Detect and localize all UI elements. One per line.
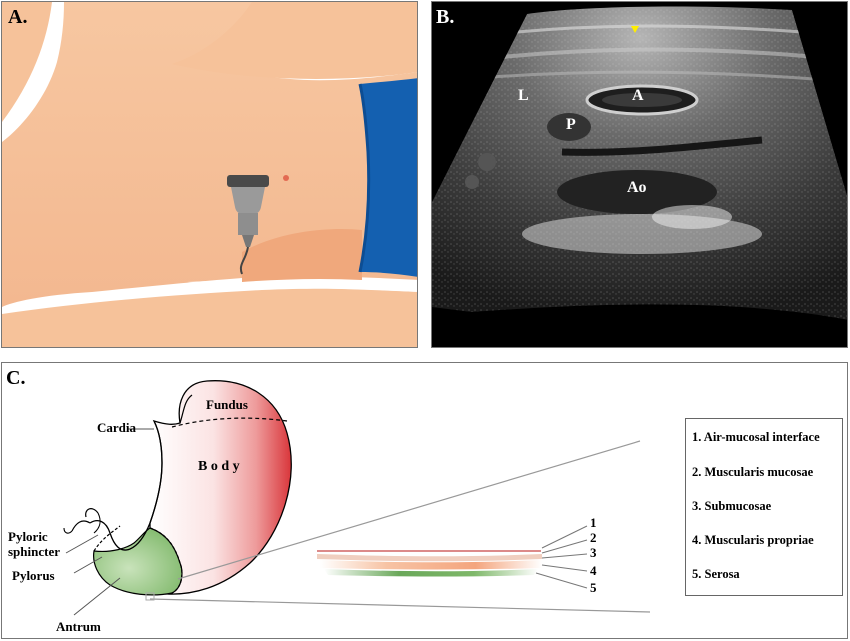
panel-a-probe-illustration: A.: [1, 1, 418, 348]
panel-c-stomach-diagram: C. Fundus Cardia B o d y Pyloric sphinct…: [1, 362, 848, 639]
layer-number-2: 2: [590, 530, 597, 545]
layer-number-1: 1: [590, 515, 597, 530]
navel: [283, 175, 289, 181]
legend-item-4: 4. Muscularis propriae: [692, 533, 814, 547]
panel-label-b: B.: [436, 6, 455, 28]
us-label-antrum: A: [632, 87, 644, 104]
legend-item-2: 2. Muscularis mucosae: [692, 465, 814, 479]
us-label-aorta: Ao: [627, 179, 647, 196]
label-fundus: Fundus: [206, 397, 248, 412]
lower-arm: [2, 288, 417, 347]
label-cardia: Cardia: [97, 420, 136, 435]
label-pyloric-line1: Pyloric: [8, 529, 48, 544]
aorta-shape: [557, 170, 717, 214]
shorts: [360, 78, 417, 277]
panel-label-a: A.: [8, 6, 28, 28]
label-pylorus: Pylorus: [12, 568, 55, 583]
label-body: B o d y: [198, 459, 240, 474]
ultrasound-scan: [432, 2, 847, 320]
stomach-wall-layers: [317, 550, 542, 577]
patient-illustration: [2, 2, 417, 347]
legend-item-5: 5. Serosa: [692, 567, 740, 581]
stomach-wall-diagram: [63, 380, 651, 616]
legend-item-1: 1. Air-mucosal interface: [692, 430, 820, 444]
panel-b-ultrasound-image: B. L A P Ao: [431, 1, 848, 348]
layer-number-3: 3: [590, 545, 597, 560]
legend-item-3: 3. Submucosae: [692, 499, 772, 513]
hip-shadow: [242, 229, 362, 282]
us-label-liver: L: [518, 87, 529, 104]
ultrasound-probe-icon: [227, 175, 269, 275]
layer-number-5: 5: [590, 580, 597, 595]
us-label-pancreas: P: [566, 116, 576, 133]
layer-legend: 1. Air-mucosal interface 2. Muscularis m…: [685, 418, 843, 596]
label-antrum: Antrum: [56, 619, 101, 634]
upper-arm: [172, 2, 417, 79]
label-pyloric-line2: sphincter: [8, 544, 60, 559]
layer-number-4: 4: [590, 563, 597, 578]
panel-label-c: C.: [6, 367, 26, 389]
orientation-marker-icon: [631, 26, 639, 33]
